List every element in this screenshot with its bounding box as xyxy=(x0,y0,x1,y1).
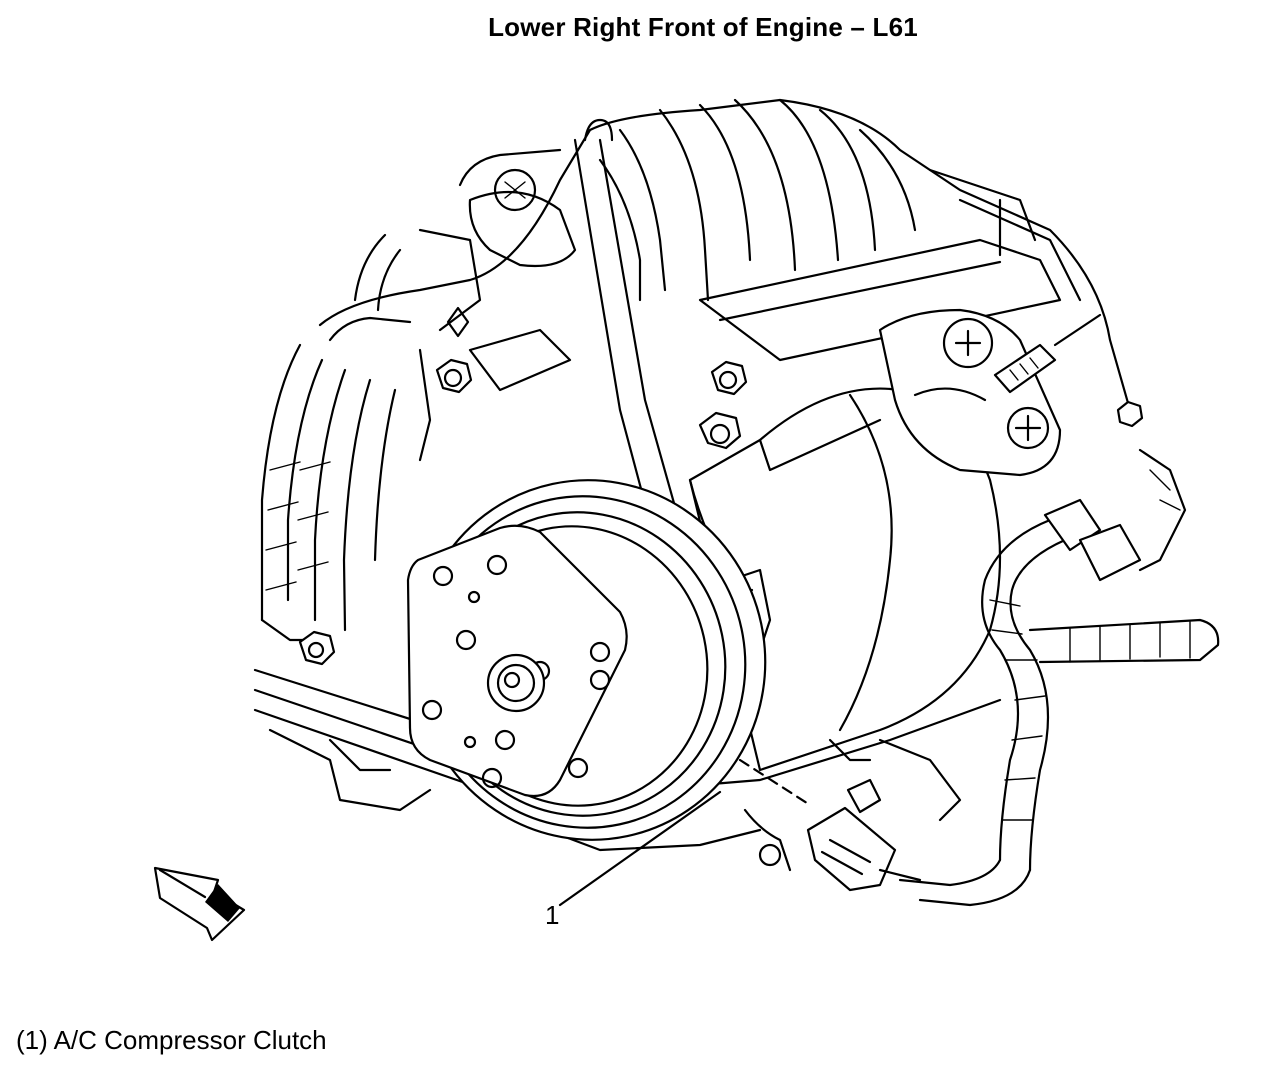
left-ribbed-structure xyxy=(260,343,397,642)
wiring-harness xyxy=(898,448,1220,907)
legend-item-1: (1) A/C Compressor Clutch xyxy=(16,1025,327,1055)
compressor-rear-bracket xyxy=(878,308,1102,477)
engine-block-contours xyxy=(318,98,1132,462)
diagram-title: Lower Right Front of Engine – L61 xyxy=(488,12,918,42)
callout-1: 1 xyxy=(545,790,722,930)
callout-1-number: 1 xyxy=(545,900,559,930)
clutch-electrical-connector xyxy=(738,758,922,892)
front-direction-arrow-icon xyxy=(153,866,246,942)
ac-compressor-clutch xyxy=(406,479,767,841)
